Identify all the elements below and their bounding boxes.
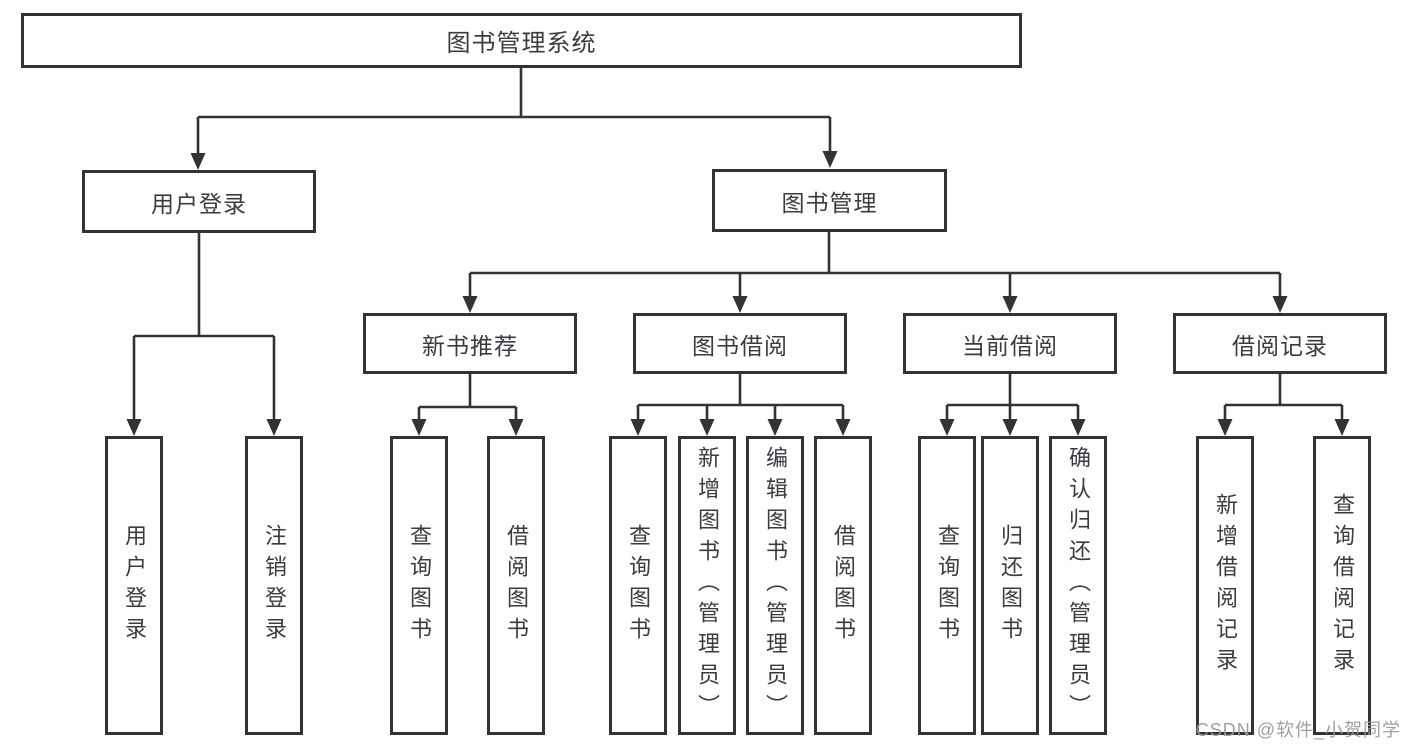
node-borrow-records: 借阅记录: [1173, 313, 1387, 374]
leaf-add-borrow-record: 新增借阅记录: [1196, 436, 1254, 735]
leaf-query-books-recommend: 查询图书: [390, 436, 448, 735]
node-label: 图书管理: [781, 189, 878, 216]
leaf-add-books-admin: 新增图书（管理员）: [678, 436, 736, 735]
node-label: 查询图书: [935, 523, 960, 648]
node-label: 借阅记录: [1232, 332, 1328, 359]
node-root-library-system: 图书管理系统: [21, 13, 1022, 68]
csdn-watermark: CSDN @软件_小贺同学: [1195, 720, 1401, 740]
node-label: 查询借阅记录: [1330, 492, 1355, 679]
node-book-borrow: 图书借阅: [633, 313, 847, 374]
leaf-user-login: 用户登录: [105, 436, 163, 735]
node-label: 注销登录: [262, 523, 287, 648]
leaf-borrow-books-recommend: 借阅图书: [487, 436, 545, 735]
node-label: 用户登录: [122, 523, 147, 648]
node-current-borrow: 当前借阅: [903, 313, 1117, 374]
node-book-management: 图书管理: [712, 169, 947, 232]
node-label: 编辑图书（管理员）: [763, 446, 788, 725]
node-label: 新书推荐: [422, 332, 518, 359]
node-label: 当前借阅: [962, 332, 1058, 359]
leaf-query-books-current: 查询图书: [918, 436, 976, 735]
node-label: 图书管理系统: [446, 30, 597, 57]
node-label: 查询图书: [626, 523, 651, 648]
leaf-query-borrow-record: 查询借阅记录: [1313, 436, 1371, 735]
node-user-login: 用户登录: [82, 170, 316, 233]
leaf-return-books: 归还图书: [981, 436, 1039, 735]
node-label: 用户登录: [151, 190, 247, 217]
leaf-logout: 注销登录: [245, 436, 303, 735]
node-label: 归还图书: [998, 523, 1023, 648]
node-label: 查询图书: [407, 523, 432, 648]
node-label: 新增图书（管理员）: [695, 446, 720, 725]
leaf-edit-books-admin: 编辑图书（管理员）: [746, 436, 804, 735]
leaf-confirm-return-admin: 确认归还（管理员）: [1049, 436, 1107, 735]
node-label: 借阅图书: [504, 523, 529, 648]
leaf-borrow-books: 借阅图书: [814, 436, 872, 735]
node-new-book-recommend: 新书推荐: [363, 313, 577, 374]
leaf-query-books-borrow: 查询图书: [609, 436, 667, 735]
node-label: 图书借阅: [692, 332, 788, 359]
node-label: 新增借阅记录: [1213, 492, 1238, 679]
node-label: 确认归还（管理员）: [1066, 446, 1091, 725]
node-label: 借阅图书: [831, 523, 856, 648]
